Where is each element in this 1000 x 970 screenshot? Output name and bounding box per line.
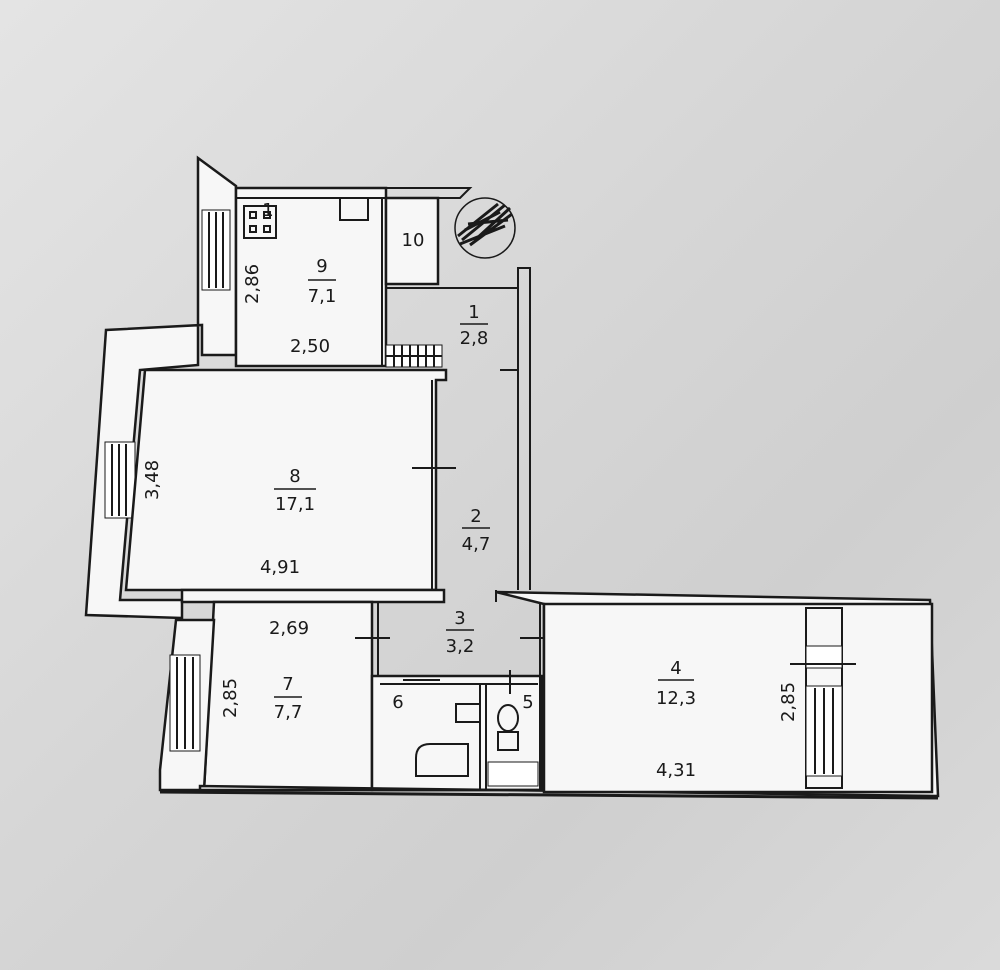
room-9-number: 9 <box>316 256 327 277</box>
room-3-number: 3 <box>454 608 465 629</box>
room-9-width: 2,50 <box>290 336 330 357</box>
room-4-length: 2,85 <box>778 682 799 722</box>
wall-8-7 <box>180 588 446 604</box>
room-9-length: 2,86 <box>242 264 263 304</box>
balcony-window-north <box>201 209 231 291</box>
room-4-number: 4 <box>670 658 681 679</box>
room-8-area: 17,1 <box>275 494 315 515</box>
stove-icon <box>243 205 277 239</box>
room-2-area: 4,7 <box>462 534 491 555</box>
stove-label: 1 <box>262 200 273 221</box>
room-8-number: 8 <box>289 466 300 487</box>
room-4-walls <box>542 602 934 794</box>
room-10-number: 10 <box>402 230 425 251</box>
room-5-number: 5 <box>522 692 533 713</box>
room-6-number: 6 <box>392 692 403 713</box>
room-10-walls <box>384 196 440 286</box>
room-7-area: 7,7 <box>274 702 303 723</box>
room-4-width: 4,31 <box>656 760 696 781</box>
tile-floor <box>487 761 539 787</box>
room-8-walls <box>124 368 448 592</box>
washbasin-icon <box>455 703 481 723</box>
room-2-number: 2 <box>470 506 481 527</box>
window-room-8 <box>104 441 136 519</box>
window-room-7 <box>169 654 201 752</box>
room-9-area: 7,1 <box>308 286 337 307</box>
sink-icon <box>339 197 369 221</box>
south-wall <box>159 790 939 800</box>
room-8-width: 4,91 <box>260 557 300 578</box>
room-8-length: 3,48 <box>142 460 163 500</box>
room-7-length: 2,85 <box>220 678 241 718</box>
bathtub-icon <box>415 743 469 777</box>
toilet-icon <box>497 704 519 751</box>
room-7-width: 2,69 <box>269 618 309 639</box>
room-4-area: 12,3 <box>656 688 696 709</box>
window-room-4 <box>790 607 856 789</box>
room-1-number: 1 <box>468 302 479 323</box>
room-1-area: 2,8 <box>460 328 489 349</box>
room-7-number: 7 <box>282 674 293 695</box>
scribble-mark <box>454 197 516 259</box>
room-3-area: 3,2 <box>446 636 475 657</box>
